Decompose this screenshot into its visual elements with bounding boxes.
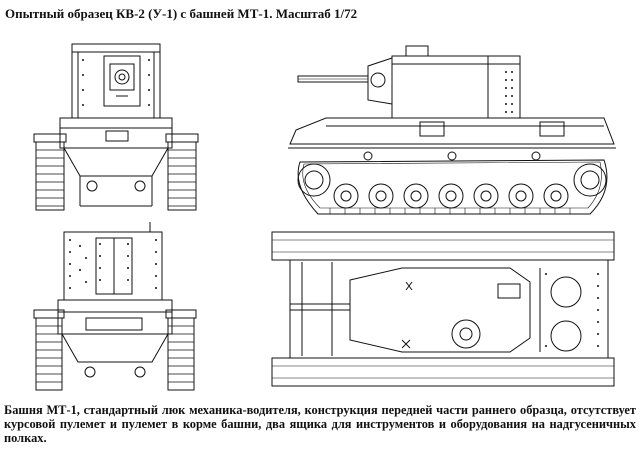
rear-view — [33, 222, 197, 391]
page-title: Опытный образец КВ-2 (У-1) с башней МТ-1… — [5, 6, 358, 21]
side-view — [288, 45, 616, 215]
top-view — [271, 231, 615, 387]
front-view — [33, 43, 199, 211]
caption-text: Башня МТ-1, стандартный люк механика-вод… — [4, 403, 636, 445]
